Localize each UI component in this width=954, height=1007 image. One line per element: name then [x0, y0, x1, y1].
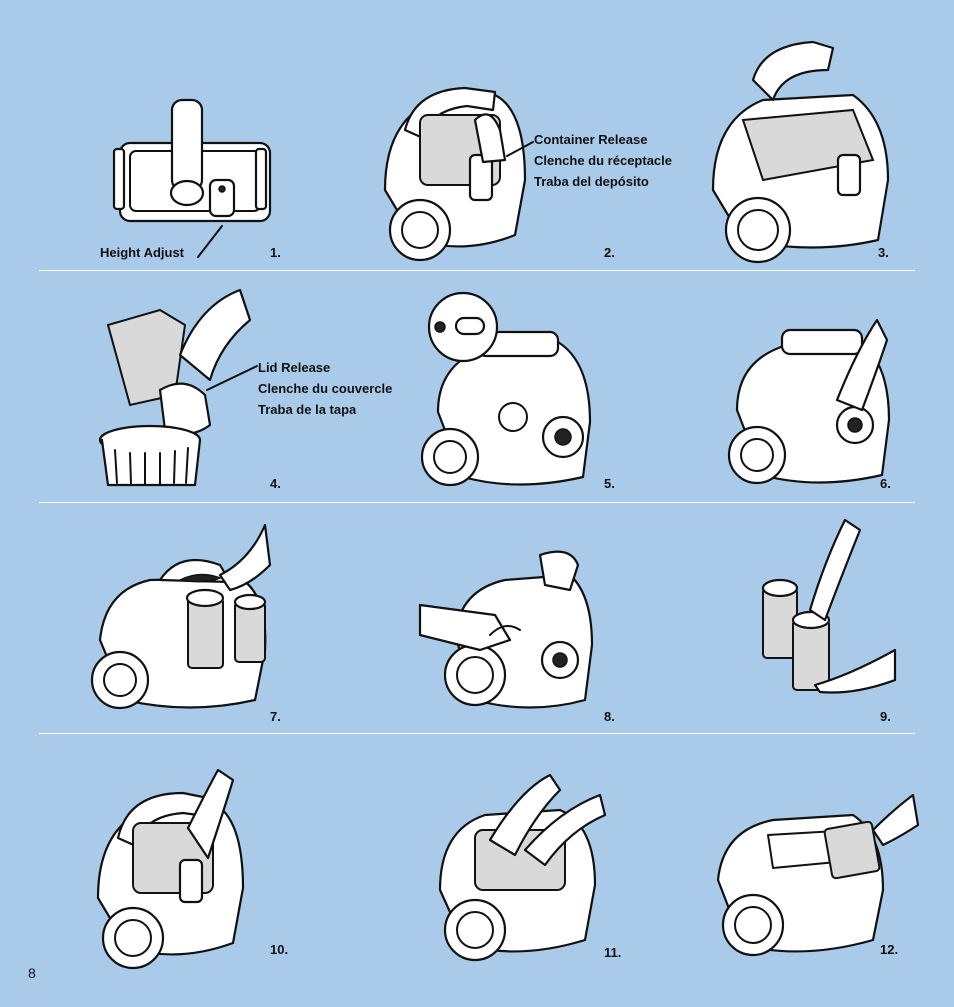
illustration-step-8-rotate-filter — [418, 545, 595, 725]
illustration-step-12-exhaust-filter — [713, 790, 920, 970]
illustration-step-1-nozzle — [110, 95, 280, 240]
step-number-7: 7. — [270, 709, 281, 724]
row-divider-2 — [39, 502, 915, 503]
lid-release-fr: Clenche du couvercle — [258, 381, 393, 396]
step-number-10: 10. — [270, 942, 289, 957]
height-adjust-leader — [197, 225, 223, 258]
step-number-2: 2. — [604, 245, 615, 260]
illustration-step-5-filter-access — [418, 291, 593, 502]
illustration-step-11-close-container — [430, 770, 610, 970]
step-number-6: 6. — [880, 476, 891, 491]
container-release-en: Container Release — [534, 132, 648, 147]
illustration-step-10-reinstall-container — [88, 768, 248, 973]
illustration-step-4-empty-container — [98, 285, 252, 495]
step-number-1: 1. — [270, 245, 281, 260]
page-number: 8 — [28, 965, 36, 981]
illustration-step-9-separate-filters — [755, 518, 897, 700]
container-release-label: Container Release Clenche du réceptacle … — [534, 129, 672, 192]
lid-release-es: Traba de la tapa — [258, 402, 357, 417]
step-number-5: 5. — [604, 476, 615, 491]
step-number-3: 3. — [878, 245, 889, 260]
illustration-step-7-remove-filters — [90, 520, 272, 725]
step-number-8: 8. — [604, 709, 615, 724]
container-release-leader — [506, 141, 534, 157]
row-divider-1 — [39, 270, 915, 271]
step-number-11: 11. — [604, 945, 622, 960]
lid-release-leader — [206, 365, 258, 391]
height-adjust-label: Height Adjust — [100, 245, 185, 260]
illustration-step-2-container-release — [375, 70, 535, 265]
illustration-step-3-remove-container — [703, 40, 893, 265]
step-number-4: 4. — [270, 476, 281, 491]
container-release-es: Traba del depósito — [534, 174, 649, 189]
lid-release-en: Lid Release — [258, 360, 331, 375]
illustration-step-6-open-filter-cover — [727, 310, 892, 500]
step-number-12: 12. — [880, 942, 899, 957]
step-number-9: 9. — [880, 709, 891, 724]
container-release-fr: Clenche du réceptacle — [534, 153, 672, 168]
lid-release-label: Lid Release Clenche du couvercle Traba d… — [258, 357, 392, 420]
row-divider-3 — [39, 733, 915, 734]
